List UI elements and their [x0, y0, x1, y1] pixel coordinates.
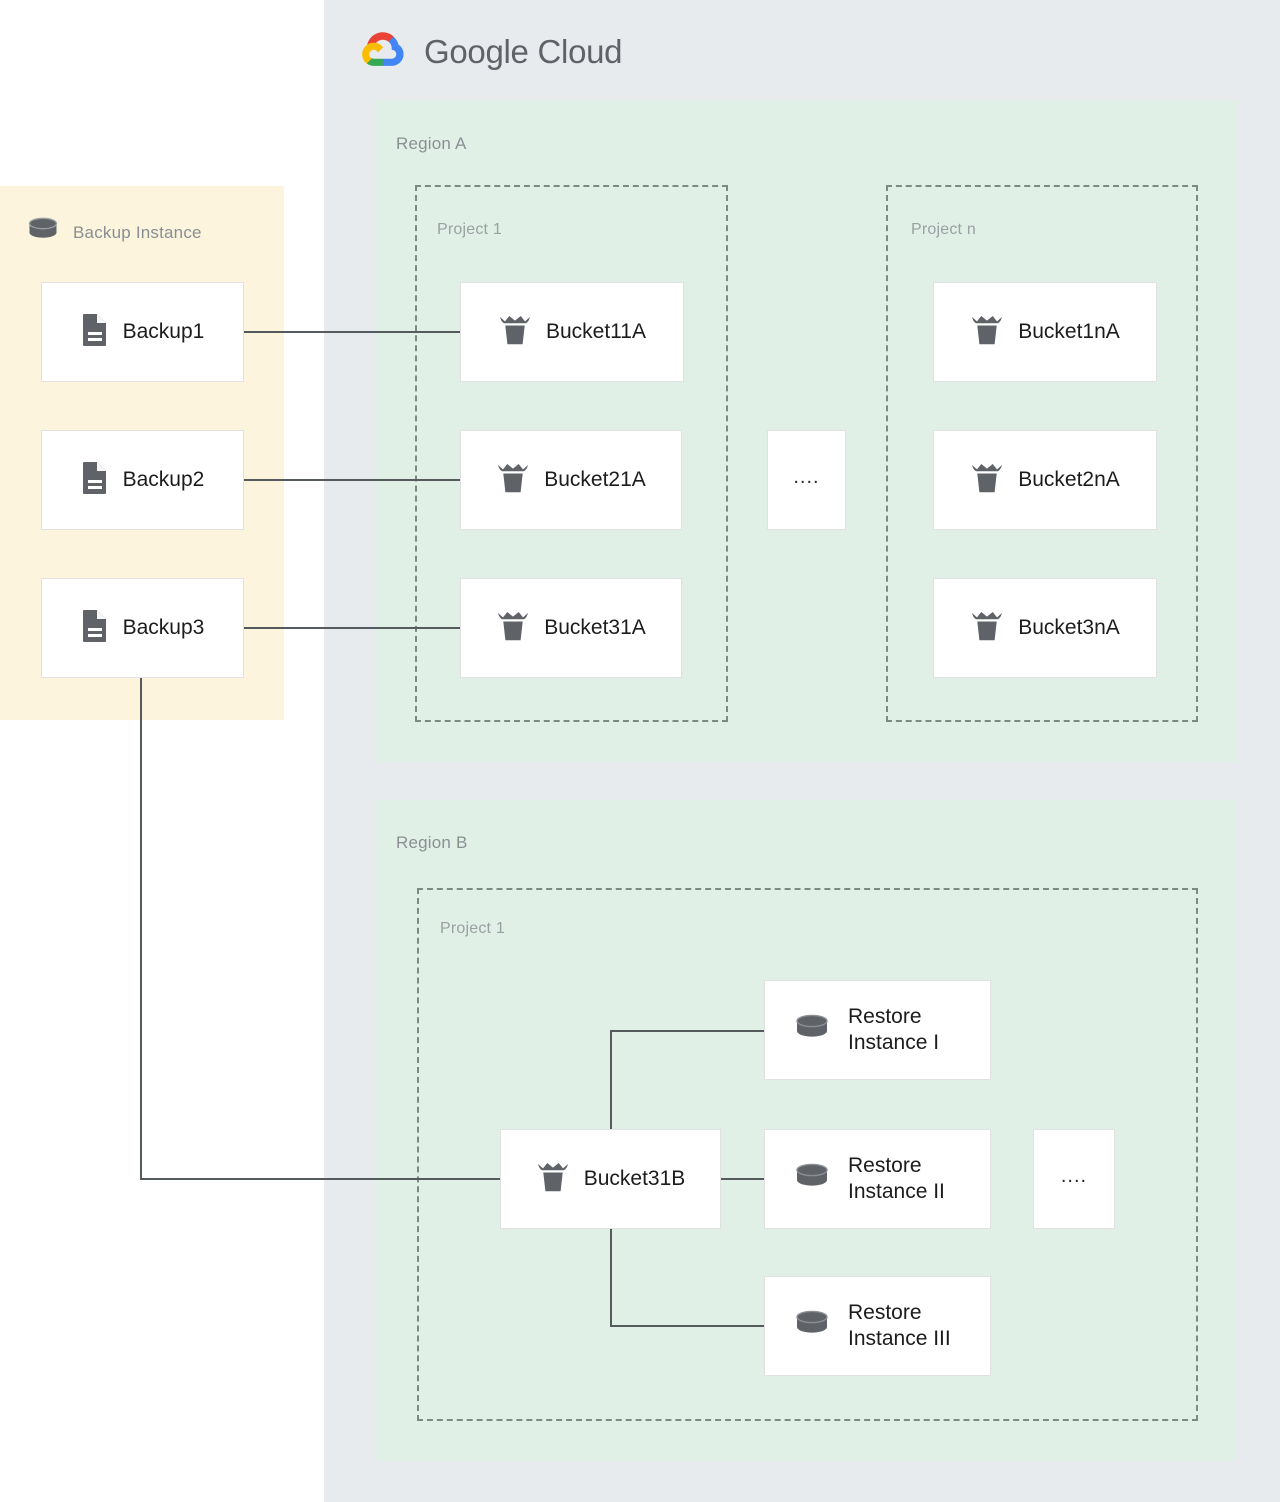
connector-bucket31b-to-restore3-horizontal	[610, 1325, 765, 1327]
bucket-card-bucket11a[interactable]: Bucket11A	[460, 282, 684, 382]
project-box-b1	[417, 888, 1198, 1421]
database-cylinder-icon	[26, 216, 60, 249]
google-cloud-brand: Google Cloud	[356, 28, 623, 76]
region-b-label: Region B	[396, 833, 468, 852]
storage-bucket-icon	[498, 314, 532, 351]
ellipsis-card-region-b: ....	[1033, 1129, 1115, 1229]
restore-instance-label: Restore Instance I	[848, 1005, 940, 1054]
backup-label: Backup2	[122, 468, 205, 492]
connector-bucket31b-to-restore1-horizontal	[610, 1030, 765, 1032]
storage-bucket-icon	[970, 462, 1004, 499]
connector-bucket31b-to-restore3-vertical	[610, 1178, 612, 1326]
database-cylinder-icon	[793, 1013, 831, 1048]
backup-card-backup1[interactable]: Backup1	[41, 282, 244, 382]
bucket-card-bucket3na[interactable]: Bucket3nA	[933, 578, 1157, 678]
connector-bucket31b-to-restore1-vertical	[610, 1030, 612, 1180]
backup-label: Backup1	[122, 320, 205, 344]
ellipsis-label: ....	[1060, 1165, 1088, 1187]
database-cylinder-icon	[793, 1309, 831, 1344]
restore-instance-card-i[interactable]: Restore Instance I	[764, 980, 991, 1080]
project-box-an	[886, 185, 1198, 722]
backup-instance-header: Backup Instance	[26, 216, 202, 249]
document-file-icon	[81, 461, 109, 500]
project-box-a1	[415, 185, 728, 722]
project-an-label: Project n	[911, 221, 976, 238]
ellipsis-card-region-a: ....	[767, 430, 846, 530]
ellipsis-label: ....	[793, 466, 820, 488]
storage-bucket-icon	[970, 314, 1004, 351]
google-cloud-wordmark: Google Cloud	[424, 33, 623, 70]
connector-backup2-to-bucket21a	[244, 479, 460, 481]
storage-bucket-icon	[970, 610, 1004, 647]
bucket-label: Bucket11A	[545, 320, 646, 344]
bucket-label: Bucket2nA	[1018, 468, 1120, 492]
bucket-card-bucket2na[interactable]: Bucket2nA	[933, 430, 1157, 530]
storage-bucket-icon	[536, 1161, 570, 1198]
bucket-card-bucket31a[interactable]: Bucket31A	[460, 578, 682, 678]
restore-instance-card-iii[interactable]: Restore Instance III	[764, 1276, 991, 1376]
project-a1-label: Project 1	[437, 221, 502, 238]
restore-instance-label: Restore Instance III	[848, 1301, 951, 1350]
bucket-label: Bucket3nA	[1018, 616, 1120, 640]
bucket-label: Bucket31B	[583, 1167, 686, 1191]
backup-card-backup3[interactable]: Backup3	[41, 578, 244, 678]
bucket-card-bucket1na[interactable]: Bucket1nA	[933, 282, 1157, 382]
restore-instance-card-ii[interactable]: Restore Instance II	[764, 1129, 991, 1229]
storage-bucket-icon	[496, 462, 530, 499]
connector-backup3-to-bucket31a	[244, 627, 460, 629]
project-b1-label: Project 1	[440, 920, 505, 937]
restore-instance-label: Restore Instance II	[848, 1154, 945, 1203]
bucket-card-bucket31b[interactable]: Bucket31B	[500, 1129, 721, 1229]
connector-bucket31b-to-restore2	[720, 1178, 765, 1180]
bucket-label: Bucket21A	[544, 468, 646, 492]
connector-backup3-to-bucket31b-vertical	[140, 678, 142, 1180]
backup-label: Backup3	[122, 616, 205, 640]
connector-backup1-to-bucket11a	[244, 331, 460, 333]
region-a-label: Region A	[396, 134, 467, 153]
document-file-icon	[81, 313, 109, 352]
backup-instance-label: Backup Instance	[73, 222, 202, 242]
bucket-card-bucket21a[interactable]: Bucket21A	[460, 430, 682, 530]
storage-bucket-icon	[496, 610, 530, 647]
bucket-label: Bucket31A	[544, 616, 646, 640]
connector-backup3-to-bucket31b-horizontal	[140, 1178, 500, 1180]
document-file-icon	[81, 609, 109, 648]
google-cloud-logo-icon	[356, 28, 410, 76]
bucket-label: Bucket1nA	[1018, 320, 1120, 344]
database-cylinder-icon	[793, 1162, 831, 1197]
backup-card-backup2[interactable]: Backup2	[41, 430, 244, 530]
